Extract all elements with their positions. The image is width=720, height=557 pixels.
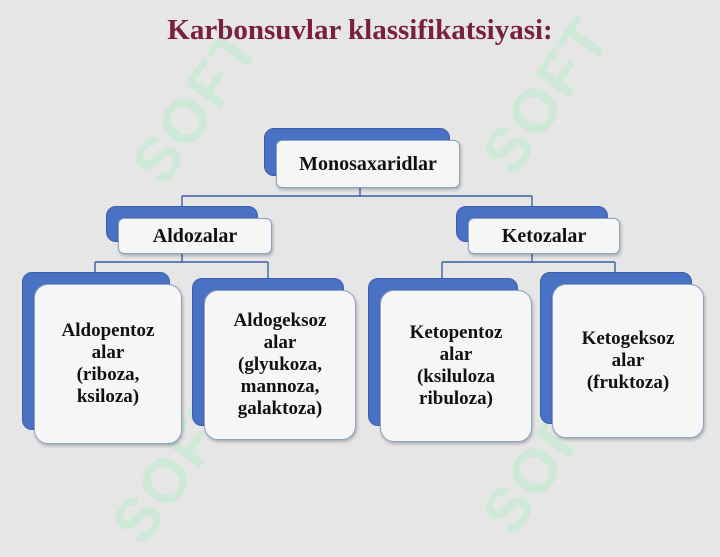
leaf-node-ketopentozalar: Ketopentoz alar (ksiluloza ribuloza) bbox=[380, 290, 532, 442]
connector-lines bbox=[94, 188, 616, 278]
leaf-node-aldogeksozalar: Aldogeksoz alar (glyukoza, mannoza, gala… bbox=[204, 290, 356, 440]
group-node-ketozalar: Ketozalar bbox=[468, 218, 620, 254]
page-title: Karbonsuvlar klassifikatsiyasi: bbox=[167, 14, 553, 46]
leaf-node-aldopentozalar: Aldopentoz alar (riboza, ksiloza) bbox=[34, 284, 182, 444]
root-node: Monosaxaridlar bbox=[276, 140, 460, 188]
leaf-node-ketogeksozalar: Ketogeksoz alar (fruktoza) bbox=[552, 284, 704, 438]
group-node-aldozalar: Aldozalar bbox=[118, 218, 272, 254]
